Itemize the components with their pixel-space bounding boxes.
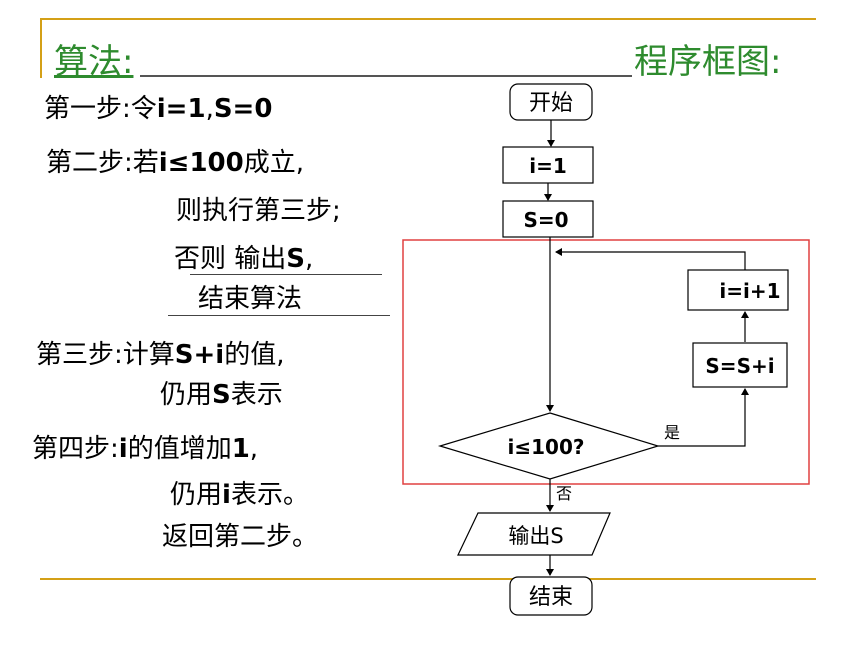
- yes-label: 是: [664, 423, 680, 442]
- step-4-line-3: 返回第二步。: [162, 522, 319, 552]
- accumulate-label: S=S+i: [705, 354, 774, 378]
- accumulate-node: [692, 342, 788, 388]
- init-i-node: [502, 146, 594, 184]
- step-2-rule-1: [190, 274, 382, 275]
- bottom-gold-rule: [40, 578, 816, 580]
- step-2-line-2: 则执行第三步;: [176, 196, 341, 226]
- init-s-node: [502, 200, 594, 238]
- step-4-line-1: 第四步:i的值增加1,: [32, 434, 259, 464]
- algorithm-title: 算法:: [54, 42, 134, 82]
- no-label: 否: [556, 484, 572, 503]
- init-i-label: i=1: [529, 154, 567, 178]
- start-label: 开始: [529, 91, 573, 116]
- output-label: 输出S: [508, 524, 563, 548]
- end-label: 结束: [529, 585, 573, 610]
- title-underline: [140, 75, 632, 77]
- condition-label: i≤100?: [508, 435, 585, 459]
- step-1: 第一步:令i=1,S=0: [44, 94, 273, 124]
- end-node: [509, 576, 593, 616]
- step-3-line-2: 仍用S表示: [160, 380, 283, 410]
- flowchart-title: 程序框图:: [634, 42, 782, 82]
- step-2-line-1: 第二步:若i≤100成立,: [46, 148, 305, 178]
- step-2-rule-2: [168, 315, 390, 316]
- step-4-line-2: 仍用i表示。: [170, 480, 309, 510]
- edge-condition-yes: [658, 388, 749, 447]
- loop-highlight-box: [402, 239, 810, 485]
- increment-label: i=i+1: [719, 279, 780, 303]
- increment-node: [687, 269, 789, 311]
- init-s-label: S=0: [523, 208, 568, 232]
- step-3-line-1: 第三步:计算S+i的值,: [36, 340, 285, 370]
- step-2-line-4: 结束算法: [198, 284, 303, 314]
- step-2-line-3: 否则 输出S,: [174, 244, 314, 274]
- left-gold-bar: [40, 18, 42, 78]
- edge-loop-return: [555, 248, 746, 270]
- top-gold-rule: [40, 18, 816, 20]
- output-node: [457, 512, 611, 556]
